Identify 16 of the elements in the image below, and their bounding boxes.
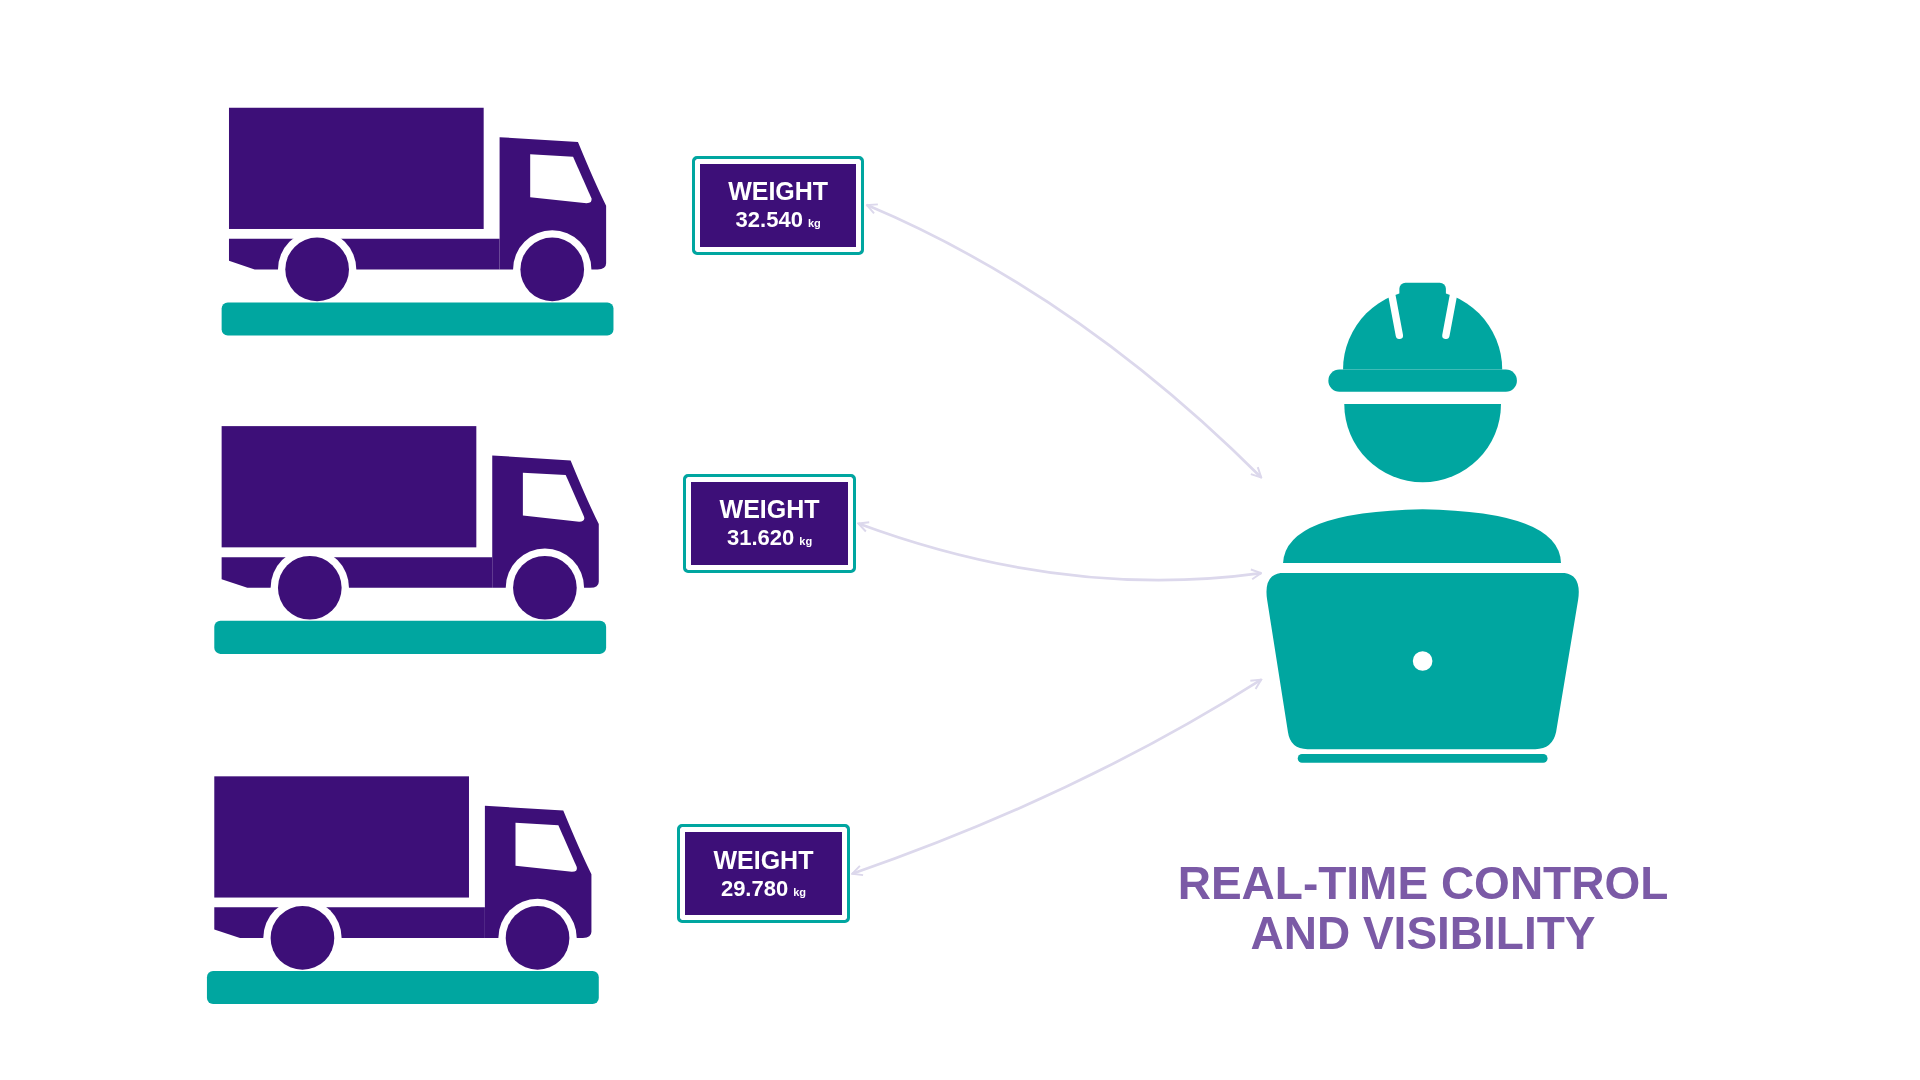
- weight-display: [691, 155, 865, 255]
- weight-display: [683, 473, 856, 574]
- unit-label: kg: [807, 217, 821, 230]
- weight-value: 29.780: [720, 874, 789, 903]
- weight-value: 32.540: [735, 206, 803, 235]
- caption-text: REAL-TIME CONTROL AND VISIBILITY: [1176, 858, 1670, 958]
- double-arrow: [865, 203, 1263, 479]
- weight-value: 31.620: [727, 524, 795, 553]
- unit-label: kg: [799, 535, 813, 548]
- display-label: WEIGHT: [728, 176, 829, 207]
- double-arrow: [851, 678, 1263, 876]
- display-label: WEIGHT: [719, 494, 820, 525]
- display-label: WEIGHT: [713, 844, 814, 875]
- weight-display: [677, 824, 850, 924]
- double-arrow: [857, 521, 1263, 582]
- unit-label: kg: [793, 885, 807, 898]
